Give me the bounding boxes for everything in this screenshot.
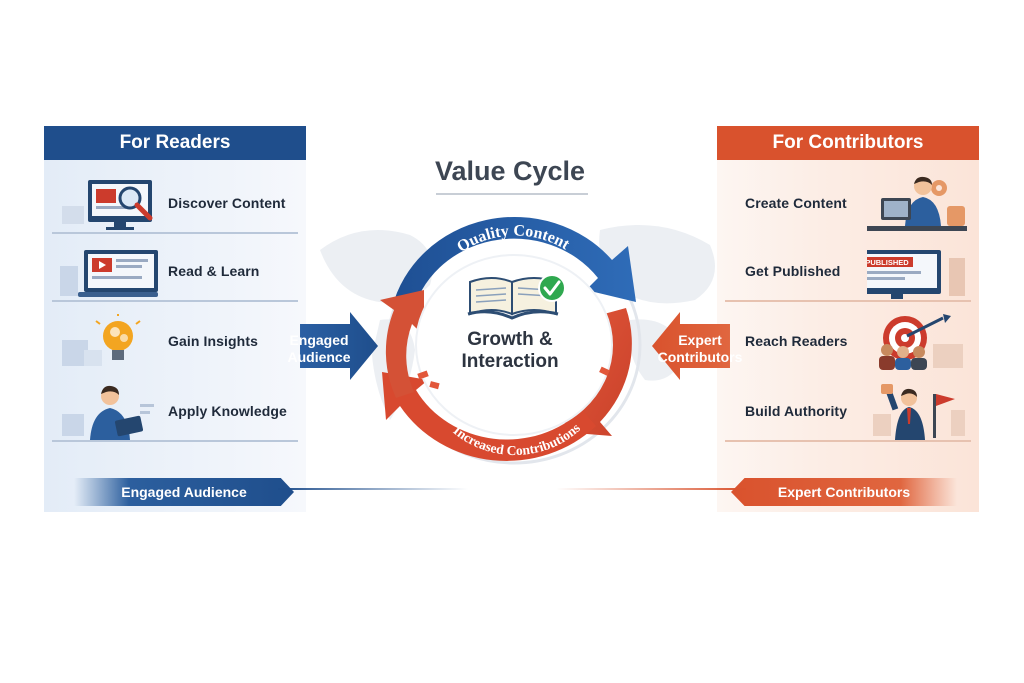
readers-footer-ribbon: Engaged Audience	[74, 478, 294, 506]
divider	[725, 300, 971, 302]
contributors-item-label: Build Authority	[745, 403, 848, 419]
published-monitor-icon: PUBLISHED	[867, 250, 965, 299]
readers-item-label: Gain Insights	[168, 333, 258, 349]
contributors-item-label: Reach Readers	[745, 333, 848, 349]
expert-contributors-arrow-label: Expert Contributors	[654, 332, 746, 366]
readers-item-label: Discover Content	[168, 195, 286, 211]
readers-item-discover-content: Discover Content	[44, 174, 306, 234]
increased-contributions-arc	[382, 372, 596, 461]
readers-item-label: Read & Learn	[168, 263, 260, 279]
laptop-video-icon	[60, 250, 158, 297]
divider	[52, 232, 298, 234]
person-laptop-icon	[867, 176, 967, 231]
contributors-item-create-content: Create Content	[717, 174, 979, 234]
open-book-icon	[467, 277, 559, 320]
center-line-1: Growth &	[467, 329, 553, 350]
published-badge: PUBLISHED	[867, 258, 909, 267]
page-title: Value Cycle	[434, 156, 586, 186]
divider	[725, 440, 971, 442]
arrow-label-line: Expert	[678, 332, 722, 348]
checkmark-icon	[538, 274, 566, 302]
monitor-magnifier-icon	[62, 180, 153, 230]
contributors-item-get-published: PUBLISHED Get Published	[717, 242, 979, 302]
readers-panel: For Readers Discover Content	[44, 126, 306, 512]
arrow-label-line: Engaged	[289, 332, 349, 348]
contributors-item-label: Create Content	[745, 195, 847, 211]
engaged-audience-arrow	[300, 312, 378, 380]
person-tablet-icon	[62, 385, 154, 440]
growth-interaction-label: Growth & Interaction	[420, 329, 600, 373]
expert-contributors-arrow	[652, 312, 730, 380]
left-red-arc	[380, 290, 424, 398]
divider	[52, 300, 298, 302]
leader-flag-icon	[873, 384, 965, 440]
contributors-footer-ribbon: Expert Contributors	[731, 478, 957, 506]
contributors-connector-line	[556, 488, 746, 490]
readers-header: For Readers	[44, 126, 306, 160]
arrow-label-line: Audience	[287, 349, 351, 365]
contributors-header: For Contributors	[717, 126, 979, 160]
readers-connector-line	[278, 488, 468, 490]
readers-item-label: Apply Knowledge	[168, 403, 287, 419]
divider	[52, 440, 298, 442]
center-line-2: Interaction	[461, 351, 559, 372]
lightbulb-gears-icon	[62, 314, 141, 366]
engaged-audience-arrow-label: Engaged Audience	[286, 332, 352, 366]
readers-item-read-learn: Read & Learn	[44, 242, 306, 302]
target-audience-icon	[879, 314, 963, 370]
brick-decorations	[417, 366, 610, 390]
contributors-panel: For Contributors Create Content PUBLISHE…	[717, 126, 979, 512]
contributors-item-reach-readers: Reach Readers	[717, 312, 979, 372]
title-underline	[436, 193, 588, 195]
value-cycle-diagram: Quality Content Increased Contributions	[300, 216, 730, 465]
arrow-label-line: Contributors	[657, 349, 743, 365]
contributors-item-label: Get Published	[745, 263, 841, 279]
readers-item-gain-insights: Gain Insights	[44, 312, 306, 372]
quality-content-arc	[392, 216, 636, 316]
readers-item-apply-knowledge: Apply Knowledge	[44, 382, 306, 442]
contributors-item-build-authority: Build Authority	[717, 382, 979, 442]
